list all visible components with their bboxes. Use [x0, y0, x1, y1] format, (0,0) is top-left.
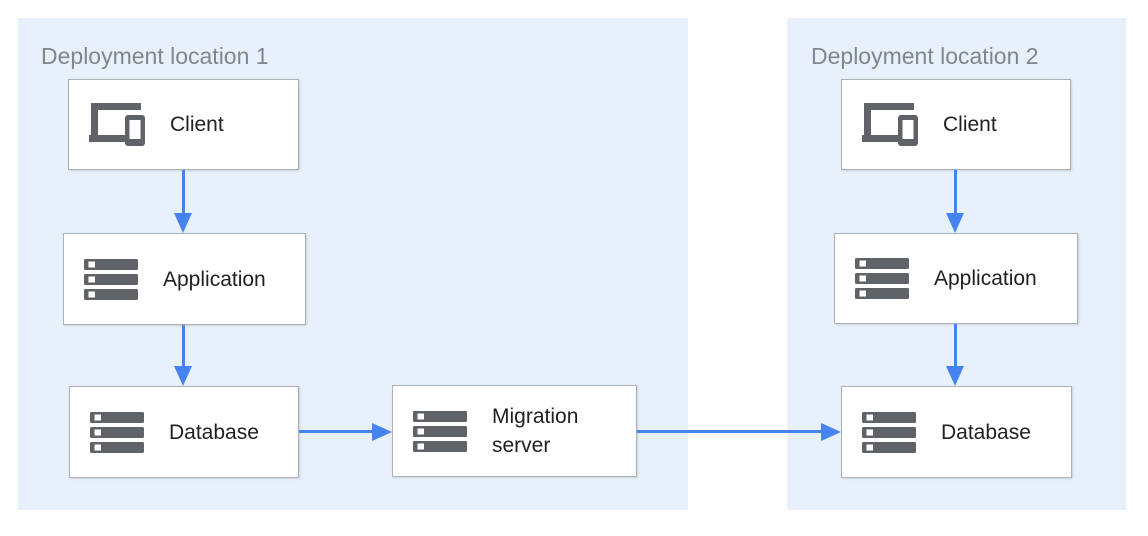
devices-icon	[862, 102, 918, 147]
node-label: Application	[163, 267, 266, 291]
node-migration-server: Migration server	[392, 385, 637, 477]
node-label: Database	[169, 420, 259, 444]
deployment-location-2-label: Deployment location 2	[811, 43, 1039, 69]
node-label: Migration server	[492, 405, 579, 457]
node-database-loc2: Database	[841, 386, 1072, 478]
server-stack-icon	[413, 410, 467, 452]
node-label: Client	[943, 113, 997, 136]
node-label: Database	[941, 420, 1031, 444]
arrowhead-app2-to-db2	[946, 366, 964, 386]
deployment-location-1-label: Deployment location 1	[41, 43, 269, 69]
arrow-db1-to-migration	[299, 430, 372, 433]
node-label: Client	[170, 113, 224, 136]
arrowhead-db1-to-migration	[372, 423, 392, 441]
node-client-loc1: Client	[68, 79, 299, 170]
node-application-loc1: Application	[63, 233, 306, 325]
arrow-migration-to-db2	[637, 430, 821, 433]
server-stack-icon	[90, 411, 144, 453]
node-client-loc2: Client	[841, 79, 1071, 170]
server-stack-icon	[84, 258, 138, 300]
arrowhead-migration-to-db2	[821, 423, 841, 441]
devices-icon	[89, 102, 145, 147]
server-stack-icon	[862, 411, 916, 453]
arrow-app2-to-db2	[954, 324, 957, 366]
node-database-loc1: Database	[69, 386, 299, 478]
arrow-app1-to-db1	[182, 325, 185, 366]
node-label: Application	[934, 267, 1037, 290]
arrow-client1-to-app1	[182, 170, 185, 213]
node-application-loc2: Application	[834, 233, 1078, 324]
server-stack-icon	[855, 258, 909, 299]
arrowhead-client1-to-app1	[174, 213, 192, 233]
arrowhead-client2-to-app2	[946, 213, 964, 233]
arrow-client2-to-app2	[954, 170, 957, 213]
arrowhead-app1-to-db1	[174, 366, 192, 386]
